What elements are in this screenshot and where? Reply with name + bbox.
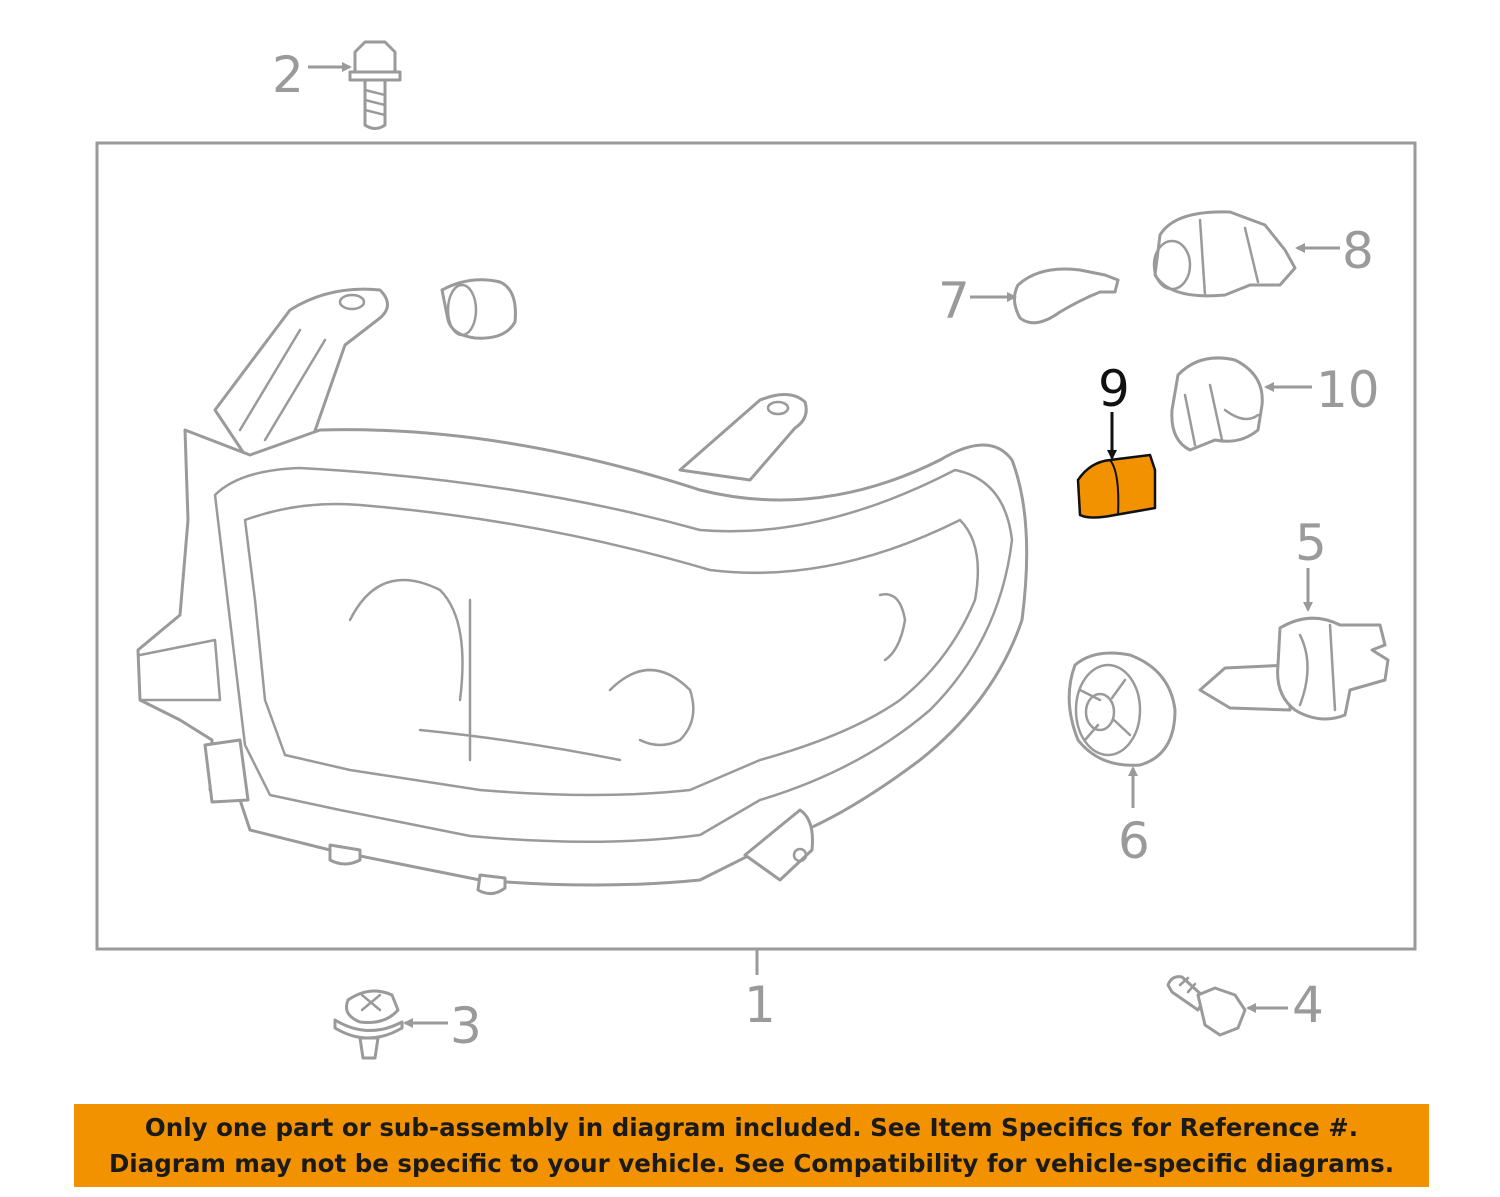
bulb-part-9-highlighted [1076,453,1157,519]
leader-lines [308,62,1340,1028]
disclaimer-line-2: Diagram may not be specific to your vehi… [108,1149,1395,1178]
callout-9-highlighted: 9 [1098,360,1130,418]
callout-3: 3 [450,997,482,1055]
callout-4: 4 [1292,976,1324,1034]
disclaimer-banner: Only one part or sub-assembly in diagram… [74,1104,1429,1187]
callout-10: 10 [1316,361,1380,419]
callout-1: 1 [744,976,776,1034]
clip-part-3 [333,989,404,1060]
bolt-part-4 [1166,975,1247,1037]
socket-cap-part [440,278,517,340]
callout-7: 7 [938,272,970,330]
callout-6: 6 [1118,812,1150,870]
headlamp-assembly [136,287,1029,895]
bolt-part-2 [348,40,402,130]
cap-part-6 [1067,651,1177,767]
halogen-bulb-part-5 [1198,616,1390,721]
callout-8: 8 [1342,222,1374,280]
disclaimer-line-1: Only one part or sub-assembly in diagram… [144,1113,1359,1142]
assembly-frame [95,141,1417,951]
callout-2: 2 [272,46,304,104]
callout-5: 5 [1295,514,1327,572]
bulb-part-7 [1013,267,1120,325]
socket-part-10 [1170,356,1264,452]
socket-part-8 [1152,210,1297,298]
